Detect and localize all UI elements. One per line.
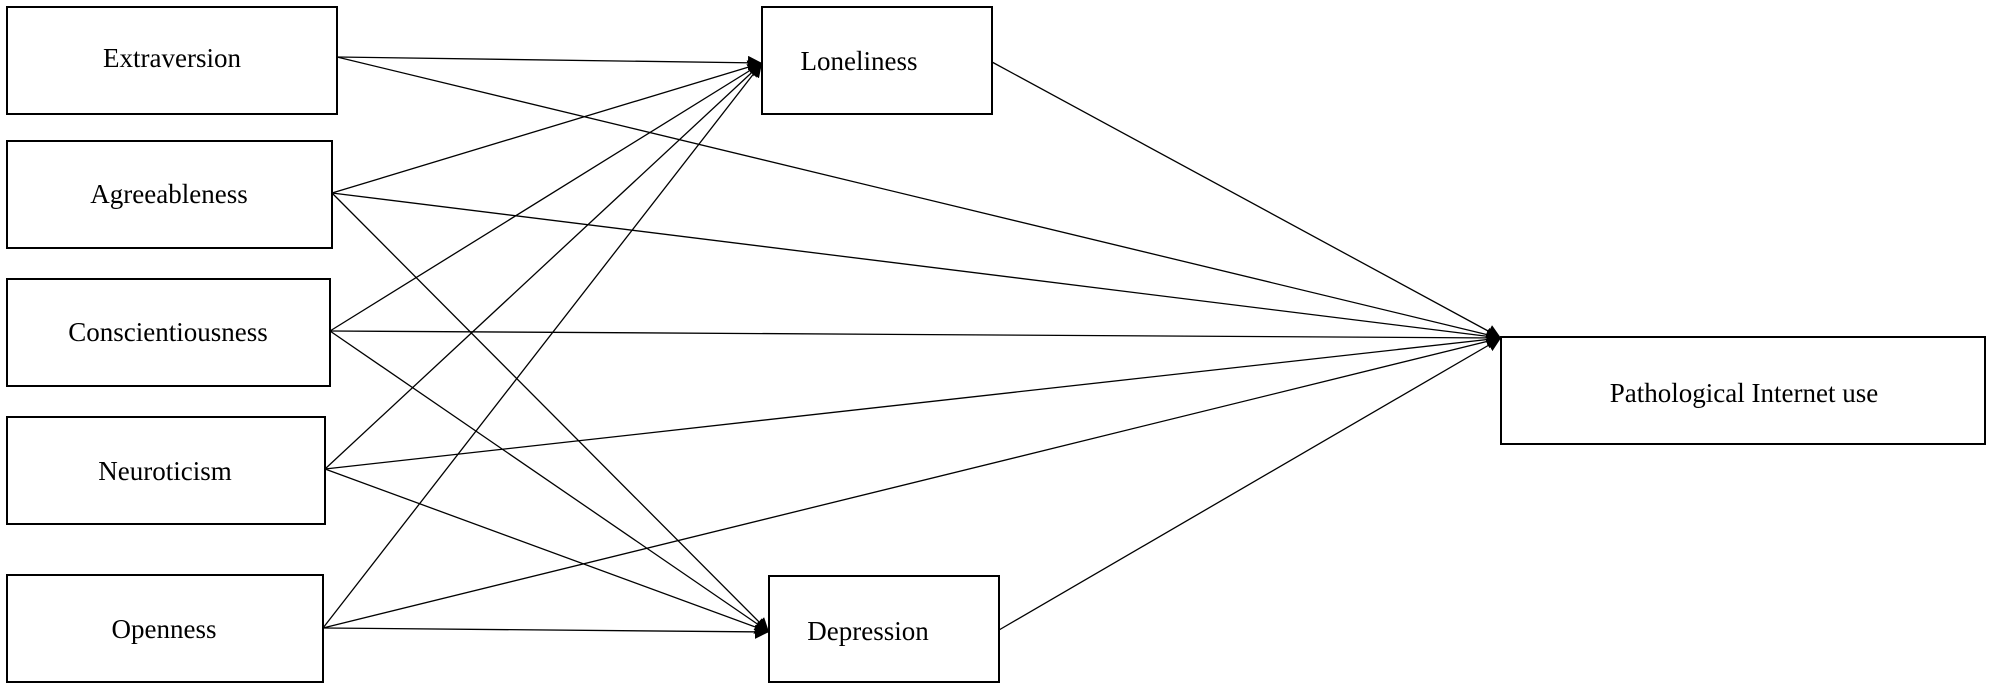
edge-neuroticism-to-loneliness — [324, 62, 763, 470]
edge-agreeableness-to-pathological-internet-use — [331, 192, 1502, 344]
node-extraversion: Extraversion — [6, 6, 338, 115]
node-depression: Depression — [768, 575, 1000, 683]
node-neuroticism: Neuroticism — [6, 416, 326, 525]
edge-neuroticism-to-depression — [324, 468, 770, 634]
node-conscientiousness-label: Conscientiousness — [68, 317, 268, 347]
node-neuroticism-box — [6, 416, 326, 525]
nodes-layer: Extraversion Agreeableness Conscientious… — [6, 6, 1986, 683]
node-openness-box — [6, 574, 324, 683]
edge-extraversion-to-pathological-internet-use — [336, 56, 1502, 342]
edge-openness-to-loneliness — [322, 62, 763, 629]
edge-conscientiousness-to-loneliness — [329, 62, 763, 332]
node-openness-label: Openness — [112, 614, 217, 644]
edge-extraversion-to-loneliness — [336, 55, 763, 70]
node-conscientiousness-box — [6, 278, 331, 387]
node-agreeableness-box — [6, 140, 333, 249]
edge-openness-to-depression — [322, 624, 770, 639]
node-pathological-internet-use-box — [1500, 336, 1986, 445]
edge-conscientiousness-to-depression — [329, 330, 770, 633]
edge-depression-to-pathological-internet-use — [998, 337, 1502, 631]
node-extraversion-box — [6, 6, 338, 115]
node-pathological-internet-use: Pathological Internet use — [1500, 336, 1986, 445]
node-loneliness-label: Loneliness — [801, 46, 918, 76]
edge-neuroticism-to-pathological-internet-use — [324, 332, 1502, 470]
edge-openness-to-pathological-internet-use — [322, 334, 1502, 629]
node-agreeableness-label: Agreeableness — [90, 179, 247, 209]
node-neuroticism-label: Neuroticism — [98, 456, 231, 486]
node-loneliness-box — [761, 6, 993, 115]
node-depression-label: Depression — [807, 616, 929, 646]
node-conscientiousness: Conscientiousness — [6, 278, 331, 387]
edge-conscientiousness-to-pathological-internet-use — [329, 330, 1502, 345]
edges-layer — [322, 55, 1502, 639]
edge-agreeableness-to-loneliness — [331, 60, 763, 194]
node-openness: Openness — [6, 574, 324, 683]
edge-agreeableness-to-depression — [331, 192, 770, 633]
node-extraversion-label: Extraversion — [103, 43, 241, 73]
node-pathological-internet-use-label: Pathological Internet use — [1610, 378, 1878, 408]
node-depression-box — [768, 575, 1000, 683]
edge-loneliness-to-pathological-internet-use — [991, 61, 1502, 339]
node-agreeableness: Agreeableness — [6, 140, 333, 249]
node-loneliness: Loneliness — [761, 6, 993, 115]
